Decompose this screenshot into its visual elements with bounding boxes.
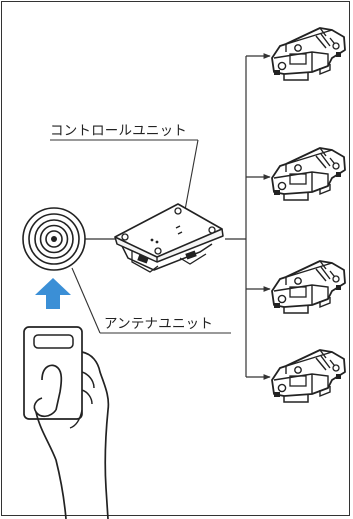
electric-lock-icon xyxy=(271,260,346,314)
control-unit-box-icon xyxy=(114,203,224,273)
concentric-circles-icon xyxy=(22,207,86,271)
control-unit-label: コントロールユニット xyxy=(50,123,187,139)
antenna-unit-label: アンテナユニット xyxy=(104,316,214,332)
antenna-leader-line xyxy=(71,267,101,334)
electric-lock-icon xyxy=(271,147,346,201)
electric-lock-icon xyxy=(271,349,346,403)
card-in-hand-icon xyxy=(23,326,110,519)
up-arrow-icon xyxy=(35,278,71,309)
electric-lock-icon xyxy=(271,27,346,81)
control-leader-line xyxy=(184,139,199,211)
